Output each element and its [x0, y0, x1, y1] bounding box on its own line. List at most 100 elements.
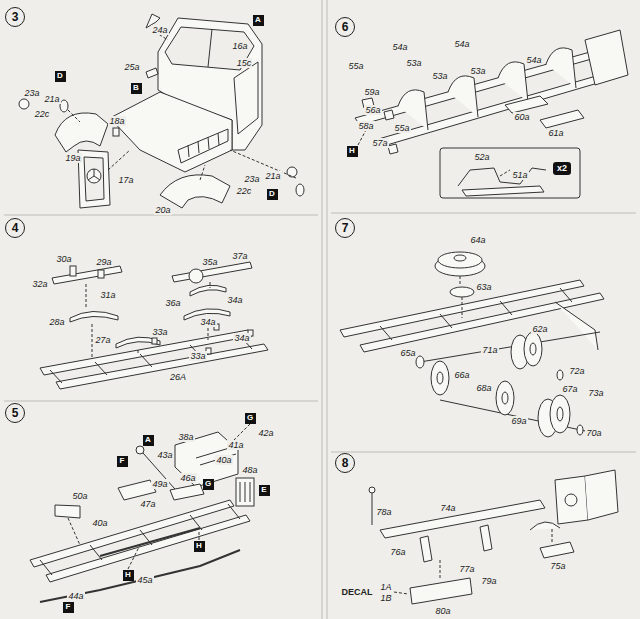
- node-text: 7: [342, 222, 349, 234]
- cab-drawing: [94, 169, 95, 176]
- chassis-drawing: [560, 288, 572, 302]
- callout-number: 40a: [215, 455, 232, 465]
- page-rule: [331, 452, 636, 453]
- leader-line: [138, 350, 139, 355]
- callout-number: 43a: [156, 450, 173, 460]
- wheel-drawing: [550, 395, 570, 433]
- chassis-drawing: [505, 96, 548, 113]
- callout-number: 21a: [264, 171, 281, 181]
- callout-number: 66a: [453, 370, 470, 380]
- chassis-drawing: [190, 515, 202, 530]
- callout-number: 54a: [391, 42, 408, 52]
- callout-number: 38a: [177, 432, 194, 442]
- frame-drawing: [152, 338, 157, 344]
- callout-number: 15c: [236, 58, 253, 68]
- node-text: H: [125, 571, 131, 579]
- node-text: 5: [12, 407, 19, 419]
- callout-number: 57a: [371, 138, 388, 148]
- chassis-drawing: [440, 314, 452, 328]
- bumper-drawing: [555, 476, 588, 524]
- decal-note: DECAL: [341, 587, 374, 597]
- callout-number: 64a: [469, 235, 486, 245]
- frame-drawing: [70, 266, 76, 276]
- callout-number: 37a: [231, 251, 248, 261]
- page-rule: [322, 0, 323, 619]
- cab-drawing: [19, 99, 29, 109]
- marker-square: B: [131, 83, 142, 94]
- page-rule: [4, 401, 318, 402]
- node-text: A: [145, 436, 151, 444]
- callout-number: 44a: [67, 591, 84, 601]
- callout-number: 33a: [151, 327, 168, 337]
- wheel-drawing: [524, 332, 542, 366]
- node-text: D: [269, 190, 275, 198]
- callout-number: 75a: [549, 561, 566, 571]
- cab-drawing: [287, 167, 297, 177]
- callout-number: 80a: [434, 606, 451, 616]
- node-text: A: [255, 16, 261, 24]
- callout-number: 26A: [169, 372, 187, 382]
- chassis-drawing: [375, 72, 615, 147]
- leader-line: [86, 282, 210, 358]
- chassis-drawing: [245, 482, 246, 502]
- callout-number: 67a: [561, 384, 578, 394]
- callout-number: 22c: [34, 109, 51, 119]
- leader-line: [230, 150, 296, 178]
- leader-line: [128, 545, 140, 569]
- node-text: 4: [12, 222, 19, 234]
- bumper-drawing: [530, 522, 560, 530]
- leader-line: [460, 276, 461, 286]
- leader-line: [68, 110, 80, 122]
- callout-number: 21a: [43, 94, 60, 104]
- chassis-drawing: [90, 545, 102, 560]
- leader-line: [210, 282, 211, 288]
- bumper-drawing: [565, 494, 577, 506]
- callout-number: 74a: [439, 503, 456, 513]
- wheel-drawing: [530, 343, 536, 355]
- node-text: G: [205, 480, 211, 488]
- node-text: E: [261, 486, 266, 494]
- marker-square: F: [63, 602, 74, 613]
- cab-drawing: [84, 157, 104, 201]
- callout-number: 42a: [257, 428, 274, 438]
- callout-number: 34a: [233, 333, 250, 343]
- step-number-circle: 5: [5, 403, 25, 423]
- wheel-drawing: [431, 361, 449, 395]
- chassis-drawing: [450, 287, 474, 297]
- leader-line: [86, 284, 87, 308]
- chassis-drawing: [380, 326, 392, 340]
- marker-square: H: [194, 541, 205, 552]
- marker-square: D: [55, 71, 66, 82]
- marker-square: F: [117, 456, 128, 467]
- callout-number: 17a: [117, 175, 134, 185]
- marker-square: D: [267, 189, 278, 200]
- callout-number: 55a: [393, 123, 410, 133]
- callout-number: 48a: [241, 465, 258, 475]
- callout-number: 50a: [71, 491, 88, 501]
- exhaust-pipe: [40, 550, 240, 602]
- callout-number: 22c: [236, 186, 253, 196]
- chassis-drawing: [100, 528, 200, 556]
- callout-number: 25a: [123, 62, 140, 72]
- callout-number: 28a: [48, 317, 65, 327]
- callout-number: 54a: [453, 39, 470, 49]
- inset-box: [440, 148, 580, 198]
- bumper-drawing: [380, 500, 545, 538]
- cab-drawing: [55, 113, 108, 152]
- callout-number: 35a: [201, 257, 218, 267]
- wheel-drawing: [420, 332, 600, 362]
- callout-number: 31a: [99, 290, 116, 300]
- leader-line: [68, 518, 80, 545]
- leader-line: [200, 165, 205, 180]
- callout-number: 20a: [154, 205, 171, 215]
- callout-number: 55a: [347, 61, 364, 71]
- step-number-circle: 7: [335, 218, 355, 238]
- callout-number: 53a: [405, 58, 422, 68]
- inset-box: [440, 148, 580, 198]
- wheel-drawing: [437, 372, 443, 384]
- cab-drawing: [78, 150, 110, 208]
- leader-line: [460, 276, 462, 318]
- leader-line: [108, 150, 130, 170]
- callout-number: 63a: [475, 282, 492, 292]
- frame-drawing: [70, 311, 118, 322]
